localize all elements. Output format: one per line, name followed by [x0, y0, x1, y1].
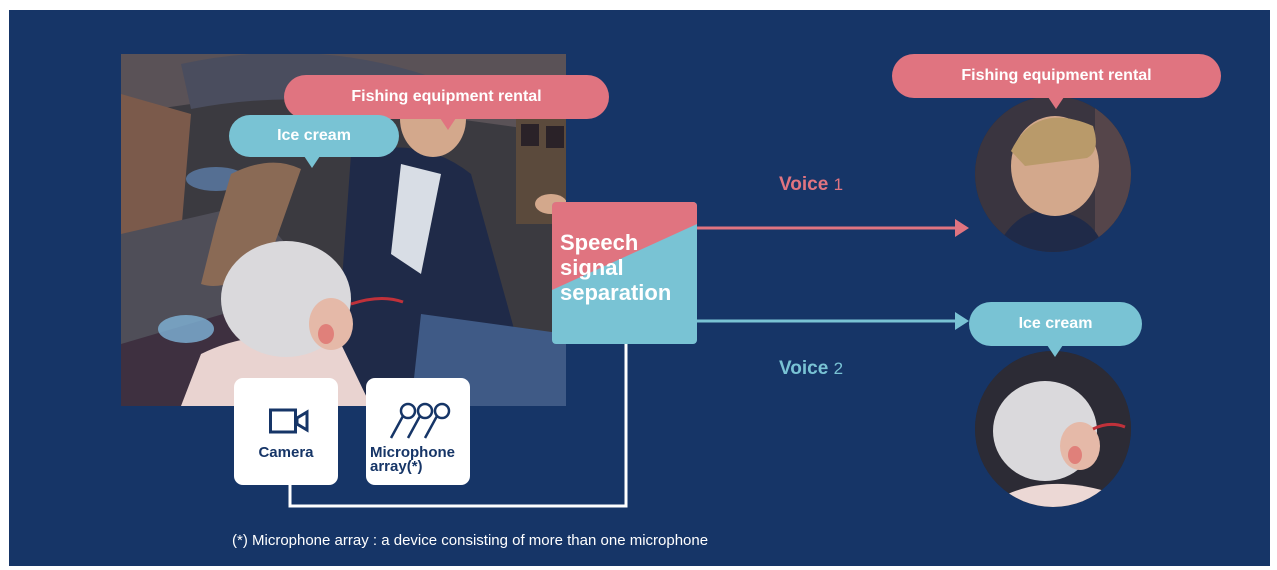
microphone-label: Microphone array(*) [370, 444, 470, 475]
bubble-tail [1047, 345, 1063, 357]
bubble-tail [304, 156, 320, 168]
output-bubble-icecream-text: Ice cream [1018, 315, 1093, 332]
microphone-array-icon [389, 402, 451, 439]
microphone-label-line2: array(*) [370, 458, 423, 475]
speech-separation-line1: Speech [560, 230, 639, 255]
camera-label: Camera [258, 444, 314, 461]
output-bubble-rental-text: Fishing equipment rental [961, 67, 1152, 84]
voice2-arrowhead [955, 312, 969, 330]
bubble-tail [1048, 97, 1064, 109]
speech-separation-box: Speech signal separation [552, 202, 697, 344]
voice2-label: Voice 2 [779, 358, 843, 380]
scene-bubble-icecream-text: Ice cream [277, 127, 351, 144]
camera-icon [269, 408, 309, 434]
speech-separation-line3: separation [560, 280, 672, 305]
scene-bubble-rental: Fishing equipment rental [284, 75, 609, 130]
microphone-label-line1: Microphone [370, 444, 455, 461]
footnote: (*) Microphone array : a device consisti… [232, 532, 709, 549]
camera-card: Camera [234, 378, 338, 485]
connector-lines [288, 219, 969, 508]
voice1-number: 1 [833, 175, 844, 194]
voice2-number: 2 [833, 359, 844, 378]
voice2-word: Voice [779, 358, 829, 379]
voice1-portrait [975, 96, 1131, 252]
microphone-card: Microphone array(*) [366, 378, 470, 485]
output-bubble-icecream: Ice cream [969, 302, 1142, 357]
speech-separation-label: Speech signal separation [560, 230, 671, 305]
voice1-word: Voice [779, 174, 829, 195]
scene-bubble-icecream: Ice cream [229, 115, 399, 168]
device-connector [288, 344, 628, 508]
voice1-arrowhead [955, 219, 969, 237]
speech-separation-line2: signal [560, 255, 624, 280]
voice2-portrait [975, 351, 1131, 507]
output-bubble-rental: Fishing equipment rental [892, 54, 1221, 109]
bubble-tail [440, 118, 456, 130]
scene-bubble-rental-text: Fishing equipment rental [351, 88, 542, 105]
voice1-label: Voice 1 [779, 174, 843, 196]
